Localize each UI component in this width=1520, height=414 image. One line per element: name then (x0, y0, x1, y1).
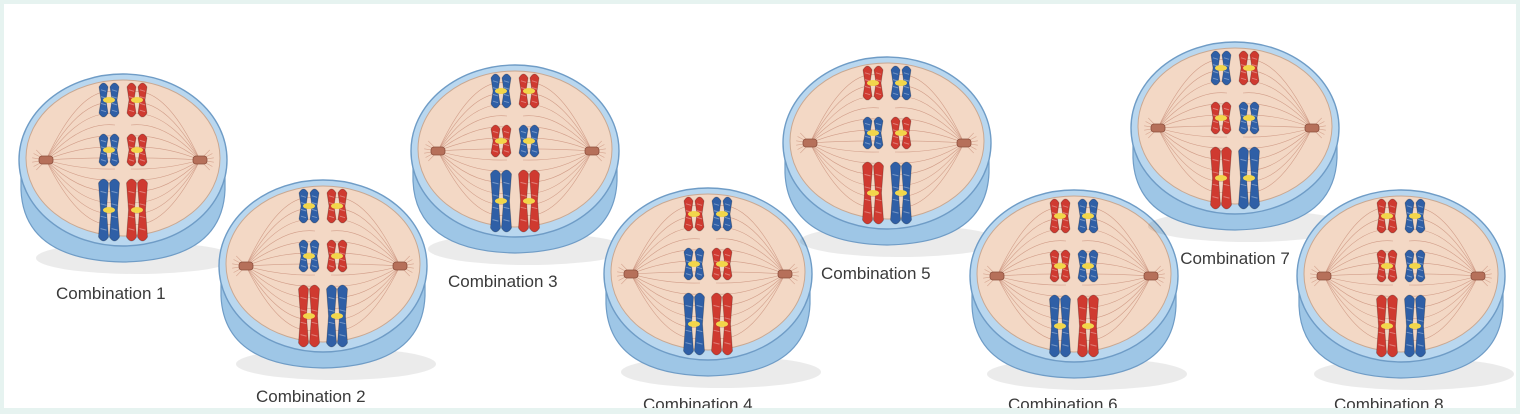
chromosome-right-1 (890, 65, 912, 101)
chromosome-left-1 (862, 65, 884, 101)
chromosome-right-1 (1404, 198, 1426, 234)
label-combination-6: Combination 6 (1008, 395, 1118, 408)
label-combination-7: Combination 7 (1180, 249, 1290, 268)
centriole-left (802, 138, 818, 148)
cell-diagram (1130, 41, 1348, 242)
chromosome-left-3 (1376, 294, 1398, 358)
chromosome-left-1 (98, 82, 120, 118)
label-combination-3: Combination 3 (448, 272, 558, 291)
cell-diagram (603, 187, 821, 388)
chromosome-left-1 (298, 188, 320, 224)
cytoplasm (789, 62, 985, 220)
chromosome-left-3 (298, 284, 320, 348)
chromosome-left-2 (1210, 101, 1232, 135)
chromosome-left-3 (1210, 146, 1232, 210)
chromosome-right-2 (518, 124, 540, 158)
chromosome-right-2 (1077, 249, 1099, 283)
chromosome-right-3 (711, 292, 733, 356)
chromosome-left-2 (862, 116, 884, 150)
chromosome-right-1 (126, 82, 148, 118)
centriole-right (584, 146, 600, 156)
label-combination-4: Combination 4 (643, 395, 753, 408)
chromosome-left-3 (98, 178, 120, 242)
centriole-right (777, 269, 793, 279)
centriole-left (430, 146, 446, 156)
centriole-left (1316, 271, 1332, 281)
cell-diagram (782, 56, 1000, 257)
centriole-right (1470, 271, 1486, 281)
chromosome-left-3 (1049, 294, 1071, 358)
chromosome-right-3 (518, 169, 540, 233)
cytoplasm (225, 185, 421, 343)
label-combination-5: Combination 5 (821, 264, 931, 283)
centriole-left (238, 261, 254, 271)
cell-combination-3 (408, 61, 628, 271)
chromosome-left-1 (490, 73, 512, 109)
chromosome-left-1 (1049, 198, 1071, 234)
cell-diagram (410, 64, 628, 265)
cytoplasm (25, 79, 221, 237)
chromosome-right-1 (518, 73, 540, 109)
cell-diagram (969, 189, 1187, 390)
chromosome-left-2 (490, 124, 512, 158)
label-combination-2: Combination 2 (256, 387, 366, 406)
chromosome-left-2 (1049, 249, 1071, 283)
chromosome-right-3 (1077, 294, 1099, 358)
chromosome-left-1 (683, 196, 705, 232)
centriole-left (1150, 123, 1166, 133)
chromosome-right-3 (1238, 146, 1260, 210)
chromosome-left-2 (298, 239, 320, 273)
label-combination-8: Combination 8 (1334, 395, 1444, 408)
chromosome-right-2 (890, 116, 912, 150)
chromosome-right-1 (711, 196, 733, 232)
cytoplasm (1137, 47, 1333, 205)
cell-diagram (1296, 189, 1514, 390)
centriole-right (1304, 123, 1320, 133)
chromosome-left-3 (862, 161, 884, 225)
chromosome-left-1 (1376, 198, 1398, 234)
chromosome-right-2 (1404, 249, 1426, 283)
meiosis-combinations-figure: Combination 1 Combination 2 Combination … (4, 4, 1516, 408)
cell-diagram (18, 73, 236, 274)
cell-combination-8 (1294, 186, 1514, 396)
cell-combination-4 (601, 184, 821, 394)
cytoplasm (417, 70, 613, 228)
centriole-right (392, 261, 408, 271)
chromosome-left-1 (1210, 50, 1232, 86)
chromosome-left-3 (683, 292, 705, 356)
chromosome-right-2 (326, 239, 348, 273)
cell-combination-1 (16, 70, 236, 280)
centriole-right (192, 155, 208, 165)
spindle-fibers (796, 74, 978, 208)
chromosome-right-3 (126, 178, 148, 242)
chromosome-right-2 (1238, 101, 1260, 135)
centriole-left (989, 271, 1005, 281)
cell-combination-6 (967, 186, 1187, 396)
chromosome-right-2 (711, 247, 733, 281)
chromosome-right-3 (890, 161, 912, 225)
cell-combination-2 (216, 176, 436, 386)
cell-combination-5 (780, 53, 1000, 263)
chromosome-left-3 (490, 169, 512, 233)
chromosome-right-2 (126, 133, 148, 167)
chromosome-right-3 (326, 284, 348, 348)
chromosome-left-2 (683, 247, 705, 281)
centriole-left (623, 269, 639, 279)
centriole-left (38, 155, 54, 165)
chromosome-left-2 (98, 133, 120, 167)
label-combination-1: Combination 1 (56, 284, 166, 303)
chromosome-right-1 (326, 188, 348, 224)
cell-diagram (218, 179, 436, 380)
spindle-fibers (1144, 59, 1326, 193)
centriole-right (1143, 271, 1159, 281)
chromosome-right-1 (1238, 50, 1260, 86)
cytoplasm (1303, 195, 1499, 353)
chromosome-right-1 (1077, 198, 1099, 234)
cell-combination-7 (1128, 38, 1348, 248)
chromosome-left-2 (1376, 249, 1398, 283)
chromosome-right-3 (1404, 294, 1426, 358)
cytoplasm (610, 193, 806, 351)
centriole-right (956, 138, 972, 148)
